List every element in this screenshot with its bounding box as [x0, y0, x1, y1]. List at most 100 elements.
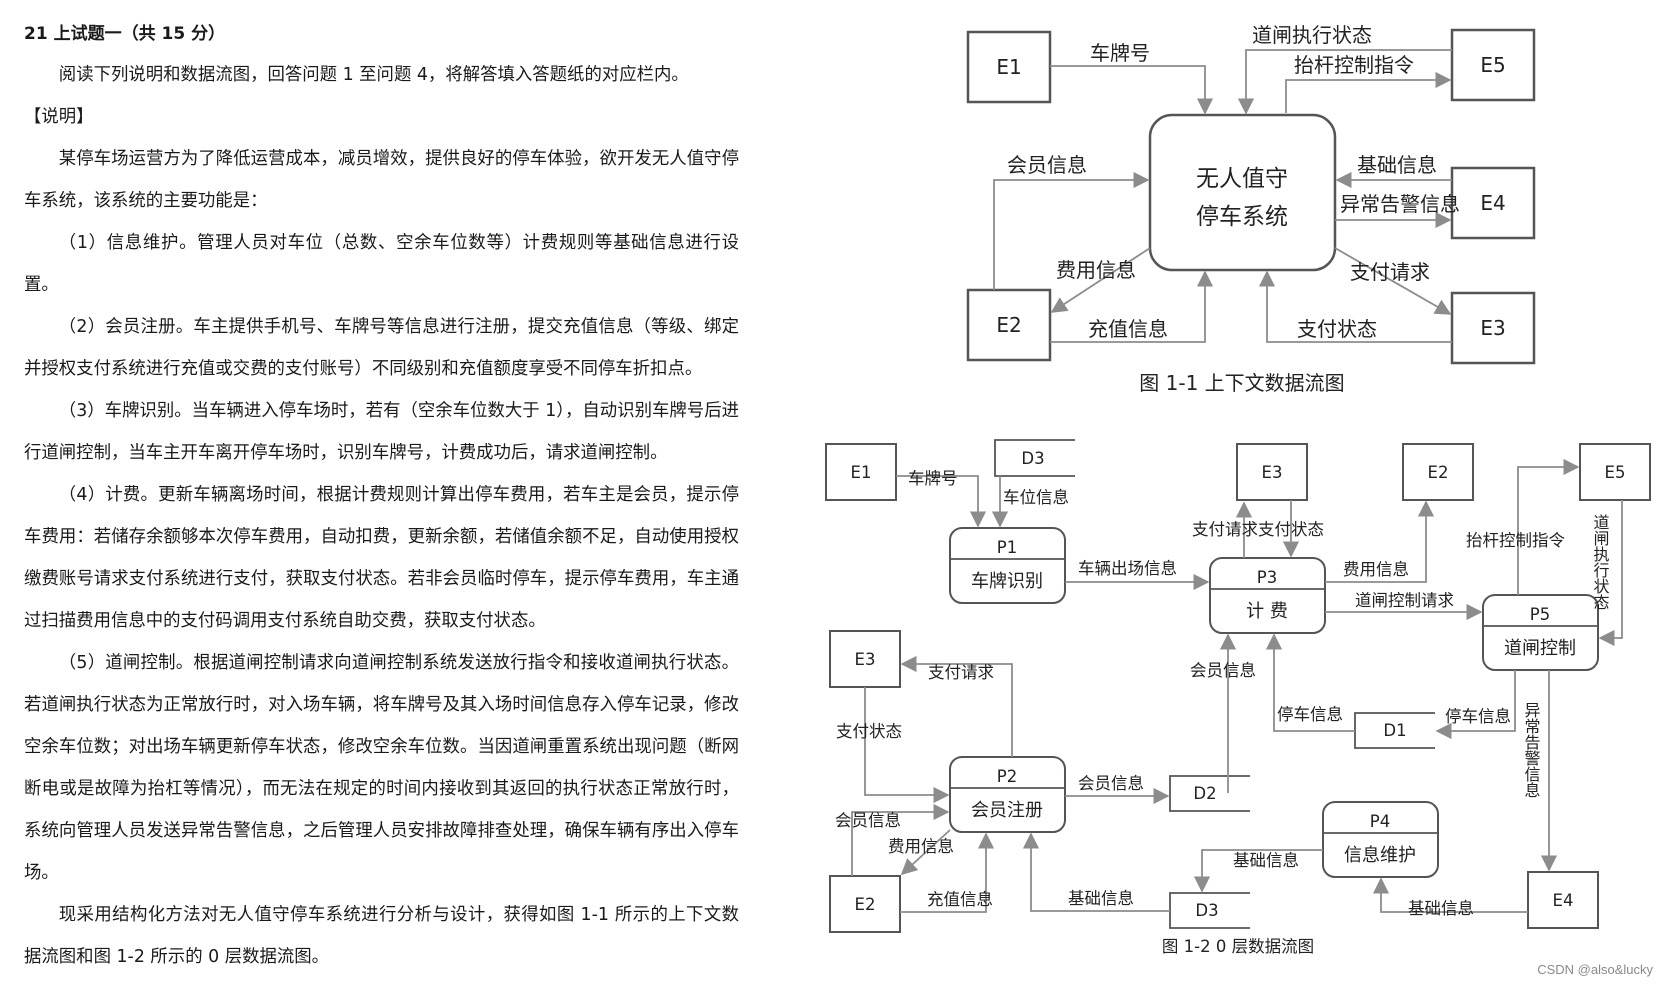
fig2-entity-e5 [1579, 443, 1651, 501]
fig1-entity-e2 [966, 288, 1052, 362]
fig2-flow-pay-status-left [864, 687, 950, 804]
fig2-entity-e2-top-label: E2 [1428, 463, 1449, 482]
fig2-flow-gate-status [1598, 500, 1623, 647]
fig2-entity-e3-left [829, 630, 901, 688]
fig2-flow-alarm-label: 异常告警信息 [1522, 702, 1541, 798]
fig2-flow-basic-to-d3 [1193, 849, 1323, 893]
fig2-flow-gate-req-label: 道闸控制请求 [1355, 591, 1454, 610]
fig2-flow-parking-left-label: 停车信息 [1277, 705, 1343, 724]
fig1-flow-fee [1050, 247, 1151, 313]
fig2-flow-member-label: 会员信息 [1190, 661, 1256, 680]
fig2-entity-e4-label: E4 [1553, 891, 1574, 910]
fig2-flow-parking-to-d1 [1435, 670, 1516, 740]
fig2-process-p3-name: 计 费 [1246, 601, 1288, 622]
fig2-process-p2-id: P2 [997, 767, 1017, 786]
fig1-system-line2: 停车系统 [1196, 204, 1288, 230]
document-text: 21 上试题一（共 15 分） 阅读下列说明和数据流图，回答问题 1 至问题 4… [24, 14, 739, 978]
fig1-system-process [1148, 113, 1337, 272]
fig1-flow-plate-label: 车牌号 [1090, 41, 1150, 65]
fig1-flow-plate [1050, 65, 1214, 115]
fig1-flow-alarm-label: 异常告警信息 [1340, 192, 1460, 216]
intro-paragraph: 阅读下列说明和数据流图，回答问题 1 至问题 4，将解答填入答题纸的对应栏内。 [58, 65, 689, 85]
fig2-flow-space-label: 车位信息 [1003, 488, 1069, 507]
fig1-entity-e4 [1450, 166, 1536, 240]
fig2-flow-fee-label: 费用信息 [1343, 560, 1409, 579]
fig2-store-d2-label: D2 [1193, 784, 1216, 803]
fig1-flow-gate-status [1237, 49, 1452, 115]
fig1-flow-member [993, 171, 1150, 290]
fig2-flow-basic-e4-label: 基础信息 [1408, 899, 1474, 918]
fig1-caption: 图 1-1 上下文数据流图 [1139, 371, 1344, 395]
fig2-flow-fee-to-e2 [900, 829, 951, 876]
fig1-flow-lift-cmd [1285, 71, 1452, 113]
fig2-process-p1 [949, 527, 1066, 604]
fig2-flow-recharge-label: 充值信息 [927, 890, 993, 909]
fig2-flow-fee-e2-label: 费用信息 [888, 837, 954, 856]
fig1-flow-member-label: 会员信息 [1007, 153, 1087, 177]
fig1-flow-pay-status-label: 支付状态 [1297, 317, 1377, 341]
fig1-flow-pay-req [1334, 247, 1452, 315]
fig2-store-d2 [1169, 775, 1250, 812]
fig1-entity-e3-label: E3 [1480, 316, 1505, 340]
fig2-flow-pay-req-left [900, 655, 1013, 757]
fig2-process-p5 [1482, 594, 1599, 671]
fig2-process-p1-name: 车牌识别 [971, 571, 1043, 592]
fig2-flow-vehicle-label: 车辆出场信息 [1078, 559, 1177, 578]
fig2-entity-e2-top [1402, 443, 1474, 501]
fig1-flow-fee-label: 费用信息 [1056, 258, 1136, 282]
fig2-store-d3-top-label: D3 [1021, 449, 1044, 468]
fig2-entity-e3-left-label: E3 [855, 650, 876, 669]
fig2-process-p2-name: 会员注册 [971, 800, 1043, 821]
section-label: 【说明】 [24, 107, 94, 127]
fig1-entity-e1 [966, 30, 1052, 104]
fig2-flow-member-e2-label: 会员信息 [835, 811, 901, 830]
fig1-flow-basic-label: 基础信息 [1357, 153, 1437, 177]
watermark: CSDN @also&lucky [1537, 962, 1653, 977]
fig1-entity-e2-label: E2 [996, 313, 1021, 337]
fig2-store-d3-bottom-label: D3 [1195, 901, 1218, 920]
fig1-flow-pay-req-label: 支付请求 [1350, 260, 1430, 284]
fig1-system-line1: 无人值守 [1196, 166, 1288, 192]
fig2-entity-e1 [825, 443, 897, 501]
fig1-entity-e5 [1450, 28, 1536, 102]
fig2-flow-fee [1325, 500, 1435, 583]
paragraph-6: （5）道闸控制。根据道闸控制请求向道闸控制系统发送放行指令和接收道闸执行状态。若… [24, 653, 739, 883]
fig2-process-p4 [1322, 801, 1439, 878]
paragraph-2: （1）信息维护。管理人员对车位（总数、空余车位数等）计费规则等基础信息进行设置。 [24, 233, 739, 295]
fig2-entity-e1-label: E1 [851, 463, 872, 482]
fig2-flow-basic-p4-label: 基础信息 [1068, 889, 1134, 908]
fig2-flow-basic-from-e4 [1372, 877, 1528, 913]
fig1-entity-e3 [1450, 291, 1536, 365]
fig1-flow-pay-status [1258, 270, 1452, 343]
fig2-flow-lift-cmd-label: 抬杆控制指令 [1466, 531, 1566, 550]
paragraph-1: 某停车场运营方为了降低运营成本，减员增效，提供良好的停车体验，欲开发无人值守停车… [24, 149, 739, 211]
question-heading: 21 上试题一（共 15 分） [24, 24, 226, 44]
fig2-flow-parking-right-label: 停车信息 [1445, 707, 1511, 726]
fig2-process-p4-name: 信息维护 [1344, 845, 1416, 866]
fig2-flow-parking-to-p3 [1265, 633, 1355, 732]
fig2-process-p5-name: 道闸控制 [1504, 638, 1576, 659]
fig2-flow-recharge [900, 832, 995, 913]
fig1-flow-recharge [1050, 270, 1214, 343]
fig2-flow-gate-status-label: 道闸执行状态 [1591, 514, 1610, 610]
fig2-store-d1-label: D1 [1383, 721, 1406, 740]
fig2-process-p1-id: P1 [997, 538, 1017, 557]
fig2-store-d3-top [994, 439, 1075, 477]
context-diagram: E1 E5 E4 E2 E3 无人值守 停车系统 车牌号 道闸执行状态 抬杆控制… [966, 23, 1536, 395]
paragraph-7: 现采用结构化方法对无人值守停车系统进行分析与设计，获得如图 1-1 所示的上下文… [24, 905, 739, 967]
fig2-flow-member-p2-label: 会员信息 [1078, 774, 1144, 793]
fig1-flow-recharge-label: 充值信息 [1088, 317, 1168, 341]
fig2-flow-pay-status-label: 支付状态 [836, 722, 902, 741]
fig2-flow-pay-req-status-label: 支付请求支付状态 [1192, 520, 1324, 539]
fig2-flow-basic-to-p2 [1022, 832, 1170, 912]
fig2-caption: 图 1-2 0 层数据流图 [1162, 937, 1314, 956]
fig1-entity-e4-label: E4 [1480, 191, 1505, 215]
fig2-entity-e5-label: E5 [1605, 463, 1626, 482]
fig1-entity-e1-label: E1 [996, 55, 1021, 79]
fig2-flow-member-from-e2 [851, 803, 950, 876]
fig2-process-p5-id: P5 [1530, 605, 1550, 624]
fig2-entity-e3-top-label: E3 [1262, 463, 1283, 482]
fig1-entity-e5-label: E5 [1480, 53, 1505, 77]
paragraph-4: （3）车牌识别。当车辆进入停车场时，若有（空余车位数大于 1），自动识别车牌号后… [24, 401, 739, 463]
